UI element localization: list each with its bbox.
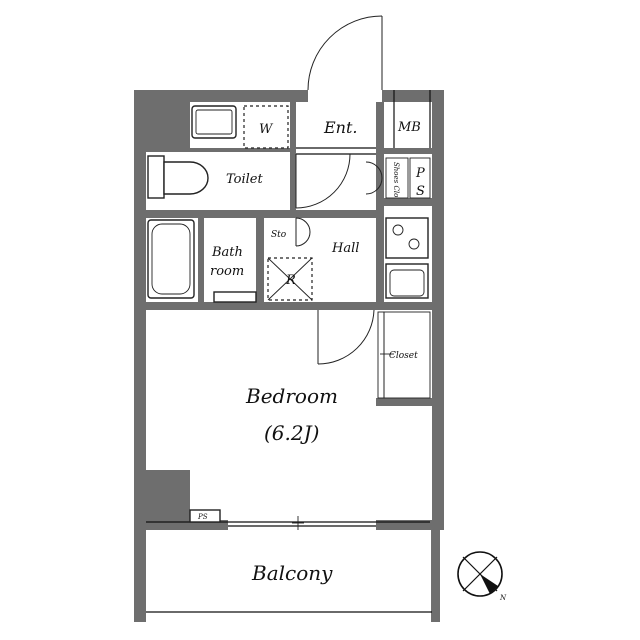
refrigerator-space [267, 257, 313, 301]
hall-label: Hall [331, 241, 359, 256]
entrance-label: Ent. [323, 118, 358, 137]
kitchen-sink [385, 263, 429, 299]
balcony-label: Balcony [251, 561, 333, 585]
outline-details [146, 90, 440, 622]
closet-doors [377, 311, 431, 399]
pipe-space-s-label: S [416, 184, 425, 199]
exterior-walls [134, 90, 444, 622]
compass-north-label: N [499, 594, 507, 602]
pipe-space-p-label: P [415, 166, 425, 181]
balcony-window [292, 516, 304, 530]
refrigerator-label: R [285, 273, 296, 288]
shoe-closet-label: Shoes Clo [392, 162, 400, 197]
shoe-closet-door [365, 161, 383, 195]
toilet-door [295, 153, 351, 209]
pipe-space-box [409, 157, 431, 199]
compass-icon [457, 551, 503, 597]
washbasin [191, 105, 237, 139]
bath-sink [213, 291, 257, 303]
closet-label: Closet [389, 351, 418, 361]
kitchen-stove [385, 217, 429, 259]
entrance-door [307, 15, 383, 91]
washer-space [243, 105, 289, 149]
bath-label: Bath [211, 245, 243, 260]
shoe-closet [385, 157, 409, 199]
bathtub [147, 219, 195, 299]
toilet-label: Toilet [226, 172, 263, 187]
bedroom-size-label: (6.2J) [264, 421, 319, 445]
storage-door [295, 217, 311, 247]
ps-label: PS [197, 513, 208, 521]
washer-label: W [259, 122, 274, 137]
bedroom-label: Bedroom [245, 384, 338, 408]
meter-box-label: MB [397, 120, 421, 135]
interior-walls [146, 102, 432, 406]
storage-label: Sto [271, 230, 287, 240]
small-ps-box [189, 509, 221, 523]
bedroom-door [317, 309, 375, 365]
toilet-fixture [147, 155, 209, 199]
room-label: room [210, 264, 244, 279]
